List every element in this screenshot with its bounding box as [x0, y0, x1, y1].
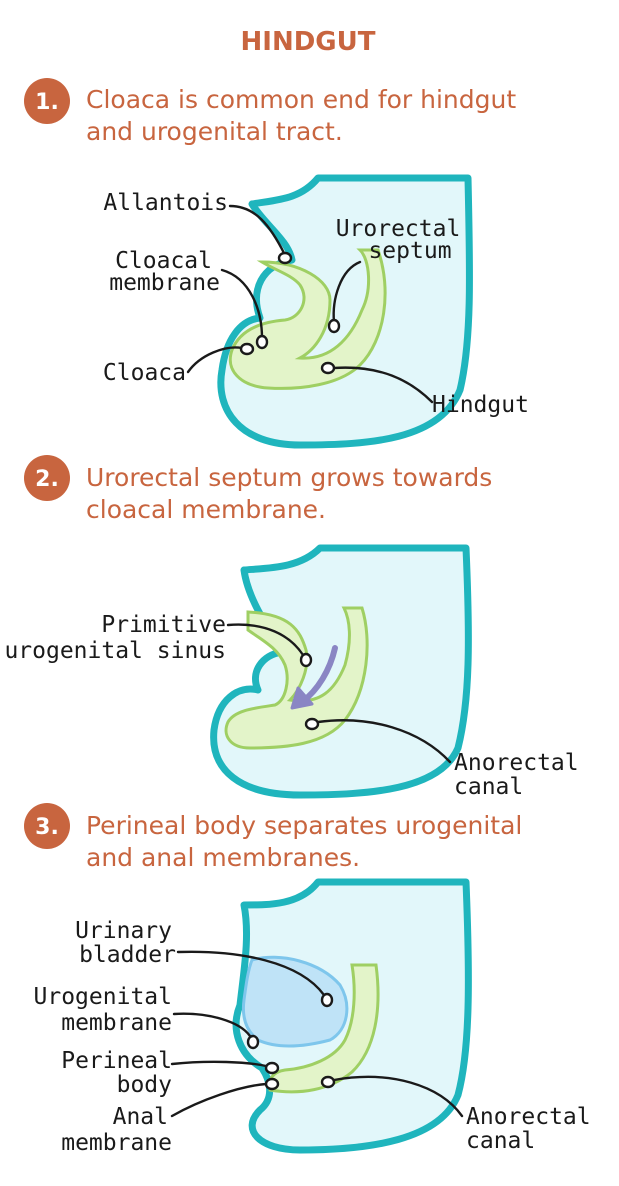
svg-text:Allantois: Allantois — [103, 190, 228, 216]
step-3: 3. Perineal body separates urogenital an… — [24, 803, 591, 1156]
svg-text:Hindgut: Hindgut — [432, 392, 529, 418]
step-2-text-line-2: cloacal membrane. — [86, 495, 326, 524]
step-3-text-line-2: and anal membranes. — [86, 843, 360, 872]
step-1-number: 1. — [35, 90, 59, 115]
step-3-text-line-1: Perineal body separates urogenital — [86, 811, 522, 840]
svg-text:Cloacal: Cloacal — [115, 248, 212, 274]
step-2-text-line-1: Urorectal septum grows towards — [86, 463, 492, 492]
svg-text:membrane: membrane — [61, 1010, 172, 1036]
page-title: HINDGUT — [241, 27, 376, 57]
growth-arrow — [290, 645, 338, 710]
svg-text:membrane: membrane — [109, 270, 220, 296]
label-urinary-bladder: Urinary bladder — [75, 918, 334, 1008]
svg-text:urogenital sinus: urogenital sinus — [4, 638, 226, 664]
label-urorectal-septum: Urorectal septum — [327, 216, 461, 334]
label-perineal-body: Perineal body — [61, 1048, 280, 1098]
svg-text:Urorectal: Urorectal — [336, 216, 461, 242]
step-1-text-line-2: and urogenital tract. — [86, 117, 343, 146]
svg-text:bladder: bladder — [79, 942, 176, 968]
label-anorectal-canal-2: Anorectal canal — [304, 717, 579, 800]
label-urogenital-membrane: Urogenital membrane — [34, 984, 260, 1050]
step-1-hindgut — [228, 248, 387, 390]
svg-text:Cloaca: Cloaca — [103, 360, 186, 386]
svg-text:septum: septum — [368, 238, 451, 264]
label-anorectal-canal-3: Anorectal canal — [320, 1075, 591, 1154]
svg-text:Urinary: Urinary — [75, 918, 172, 944]
step-1-text-line-1: Cloaca is common end for hindgut — [86, 85, 516, 114]
step-3-badge — [24, 803, 70, 849]
svg-text:canal: canal — [466, 1128, 535, 1154]
step-1: 1. Cloaca is common end for hindgut and … — [24, 78, 529, 449]
label-anal-membrane: Anal membrane — [61, 1077, 280, 1156]
step-2-badge — [24, 455, 70, 501]
svg-text:Anorectal: Anorectal — [454, 750, 579, 776]
step-3-urinary-bladder — [241, 955, 349, 1048]
svg-text:membrane: membrane — [61, 1130, 172, 1156]
svg-text:canal: canal — [454, 774, 523, 800]
label-cloacal-membrane: Cloacal membrane — [109, 248, 269, 350]
svg-text:Anorectal: Anorectal — [466, 1104, 591, 1130]
step-1-badge — [24, 78, 70, 124]
step-3-number: 3. — [35, 815, 59, 840]
label-primitive-urogenital-sinus: Primitive urogenital sinus — [4, 612, 313, 668]
step-2-number: 2. — [35, 467, 59, 492]
label-allantois: Allantois — [103, 190, 293, 265]
svg-text:Primitive: Primitive — [101, 612, 226, 638]
label-cloaca: Cloaca — [103, 342, 255, 386]
svg-text:Perineal: Perineal — [61, 1048, 172, 1074]
svg-text:Anal: Anal — [113, 1104, 168, 1130]
step-2: 2. Urorectal septum grows towards cloaca… — [4, 455, 579, 800]
svg-text:body: body — [117, 1072, 172, 1098]
label-hindgut: Hindgut — [320, 361, 529, 418]
svg-text:Urogenital: Urogenital — [34, 984, 172, 1010]
